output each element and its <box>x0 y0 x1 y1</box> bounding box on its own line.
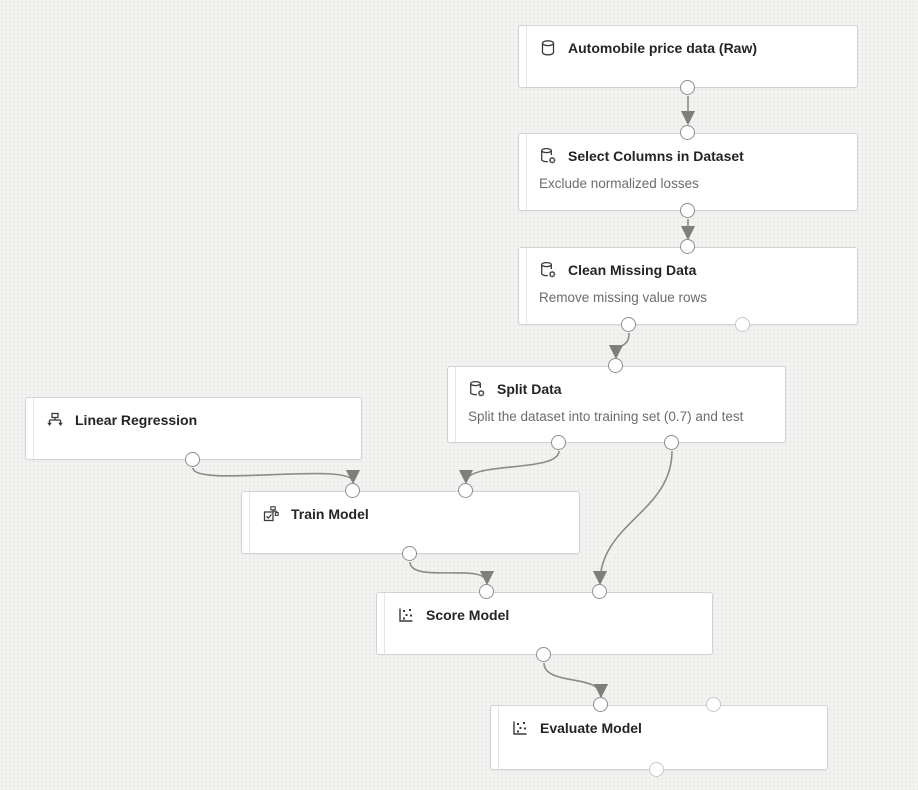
port-linear-regression-output[interactable] <box>185 452 200 467</box>
node-score-model[interactable]: Score Model <box>376 592 713 655</box>
edge-split-to-score-model[interactable] <box>592 450 673 586</box>
node-evaluate-model[interactable]: Evaluate Model <box>490 705 828 770</box>
database-icon <box>539 39 557 57</box>
port-score-model-input-right[interactable] <box>592 584 607 599</box>
port-clean-missing-output-right[interactable] <box>735 317 750 332</box>
port-train-model-output[interactable] <box>402 546 417 561</box>
algorithm-icon <box>46 411 64 429</box>
port-score-model-output[interactable] <box>536 647 551 662</box>
node-title: Train Model <box>291 506 369 522</box>
port-dataset-output[interactable] <box>680 80 695 95</box>
node-title: Split Data <box>497 381 562 397</box>
database-gear-icon <box>539 147 557 165</box>
node-clean-missing-data[interactable]: Clean Missing Data Remove missing value … <box>518 247 858 325</box>
port-split-data-input[interactable] <box>608 358 623 373</box>
port-evaluate-model-input-right[interactable] <box>706 697 721 712</box>
scatter-plot-icon <box>397 606 415 624</box>
node-title: Score Model <box>426 607 510 623</box>
port-train-model-input-left[interactable] <box>345 483 360 498</box>
node-split-data[interactable]: Split Data Split the dataset into traini… <box>447 366 786 443</box>
database-gear-icon <box>468 380 486 398</box>
node-linear-regression[interactable]: Linear Regression <box>25 397 362 460</box>
node-comment: Split the dataset into training set (0.7… <box>468 409 744 424</box>
edge-split-to-train-model[interactable] <box>458 450 560 485</box>
edge-linear-regression-to-train-model[interactable] <box>192 467 361 485</box>
port-clean-missing-output-left[interactable] <box>621 317 636 332</box>
node-title: Automobile price data (Raw) <box>568 40 758 56</box>
scatter-plot-icon <box>511 719 529 737</box>
port-split-data-output-left[interactable] <box>551 435 566 450</box>
node-title: Linear Regression <box>75 412 198 428</box>
node-automobile-price-data[interactable]: Automobile price data (Raw) <box>518 25 858 88</box>
train-model-icon <box>262 505 280 523</box>
port-select-columns-input[interactable] <box>680 125 695 140</box>
node-title: Select Columns in Dataset <box>568 148 744 164</box>
edge-clean-missing-to-split[interactable] <box>608 332 630 360</box>
node-select-columns[interactable]: Select Columns in Dataset Exclude normal… <box>518 133 858 211</box>
node-comment: Exclude normalized losses <box>539 176 699 191</box>
port-evaluate-model-output[interactable] <box>649 762 664 777</box>
node-train-model[interactable]: Train Model <box>241 491 580 554</box>
node-title: Evaluate Model <box>540 720 642 736</box>
port-select-columns-output[interactable] <box>680 203 695 218</box>
port-score-model-input-left[interactable] <box>479 584 494 599</box>
port-split-data-output-right[interactable] <box>664 435 679 450</box>
port-train-model-input-right[interactable] <box>458 483 473 498</box>
database-gear-icon <box>539 261 557 279</box>
edge-train-model-to-score-model[interactable] <box>409 561 495 586</box>
node-comment: Remove missing value rows <box>539 290 708 305</box>
port-clean-missing-input[interactable] <box>680 239 695 254</box>
node-title: Clean Missing Data <box>568 262 697 278</box>
port-evaluate-model-input-left[interactable] <box>593 697 608 712</box>
edge-score-model-to-evaluate-model[interactable] <box>543 662 609 699</box>
